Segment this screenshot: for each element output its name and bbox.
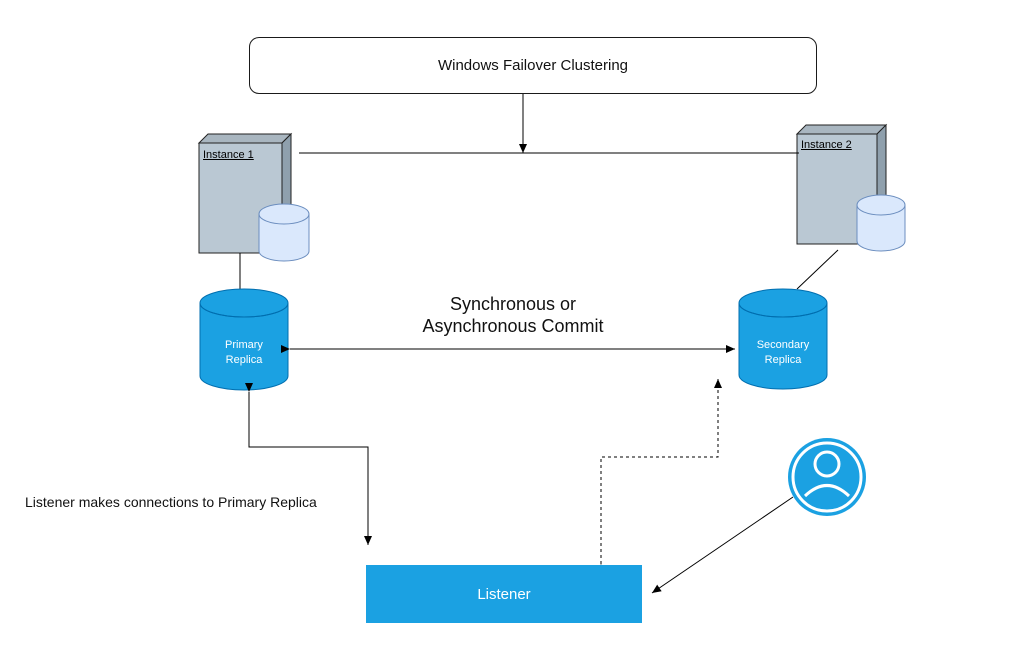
instance-2-label: Instance 2 xyxy=(801,139,852,151)
primary-replica-line2: Replica xyxy=(225,354,263,366)
commit-label: Synchronous or Asynchronous Commit xyxy=(400,293,626,337)
commit-line1: Synchronous or xyxy=(449,294,577,314)
wfc-label: Windows Failover Clustering xyxy=(437,57,629,74)
user-listener-arrow xyxy=(651,496,794,594)
primary-replica-label: Primary Replica xyxy=(200,338,288,368)
primary-listener-connector xyxy=(245,383,372,545)
wfc-box: Windows Failover Clustering xyxy=(249,37,817,94)
primary-replica-line1: Primary xyxy=(225,339,263,351)
listener-note: Listener makes connections to Primary Re… xyxy=(25,494,317,510)
listener-box: Listener xyxy=(366,565,642,623)
database-icon-instance-2 xyxy=(856,194,906,252)
instance2-replica-line xyxy=(796,249,839,290)
secondary-replica-line2: Replica xyxy=(764,354,802,366)
instance-1-label: Instance 1 xyxy=(203,149,254,161)
secondary-replica-line1: Secondary xyxy=(756,339,810,351)
secondary-replica-icon xyxy=(738,288,828,390)
secondary-listener-connector xyxy=(597,379,722,573)
secondary-replica-label: Secondary Replica xyxy=(739,338,827,368)
listener-label: Listener xyxy=(477,585,531,603)
primary-replica-icon xyxy=(199,288,289,391)
database-icon-instance-1 xyxy=(258,203,310,262)
user-icon xyxy=(788,438,866,516)
commit-line2: Asynchronous Commit xyxy=(422,316,604,336)
